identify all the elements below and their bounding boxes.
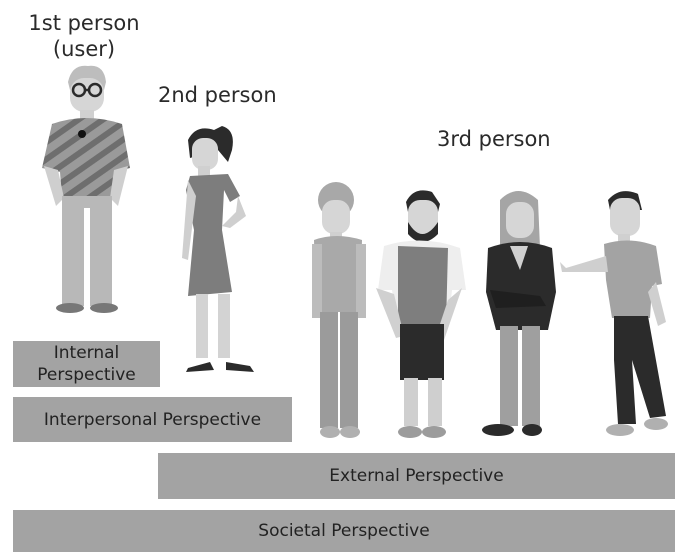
internal-perspective-bar: Internal Perspective (13, 341, 160, 387)
third-person-label: 3rd person (437, 127, 551, 151)
first-person-label-line2: (user) (52, 37, 116, 61)
third-person-figure-2 (376, 190, 466, 438)
user-figure (42, 65, 130, 313)
first-person-label: 1st person (user) (28, 10, 140, 62)
interpersonal-perspective-bar: Interpersonal Perspective (13, 397, 292, 442)
internal-perspective-line2: Perspective (37, 365, 136, 385)
third-person-figure-1 (312, 182, 366, 438)
internal-perspective-line1: Internal (53, 343, 120, 363)
societal-perspective-bar: Societal Perspective (13, 510, 675, 552)
first-person-label-line1: 1st person (28, 11, 140, 35)
second-person-label: 2nd person (158, 83, 277, 107)
second-person-figure (182, 126, 254, 372)
third-person-figure-3 (482, 191, 556, 436)
external-perspective-bar: External Perspective (158, 453, 675, 499)
third-person-figure-4 (560, 191, 668, 436)
